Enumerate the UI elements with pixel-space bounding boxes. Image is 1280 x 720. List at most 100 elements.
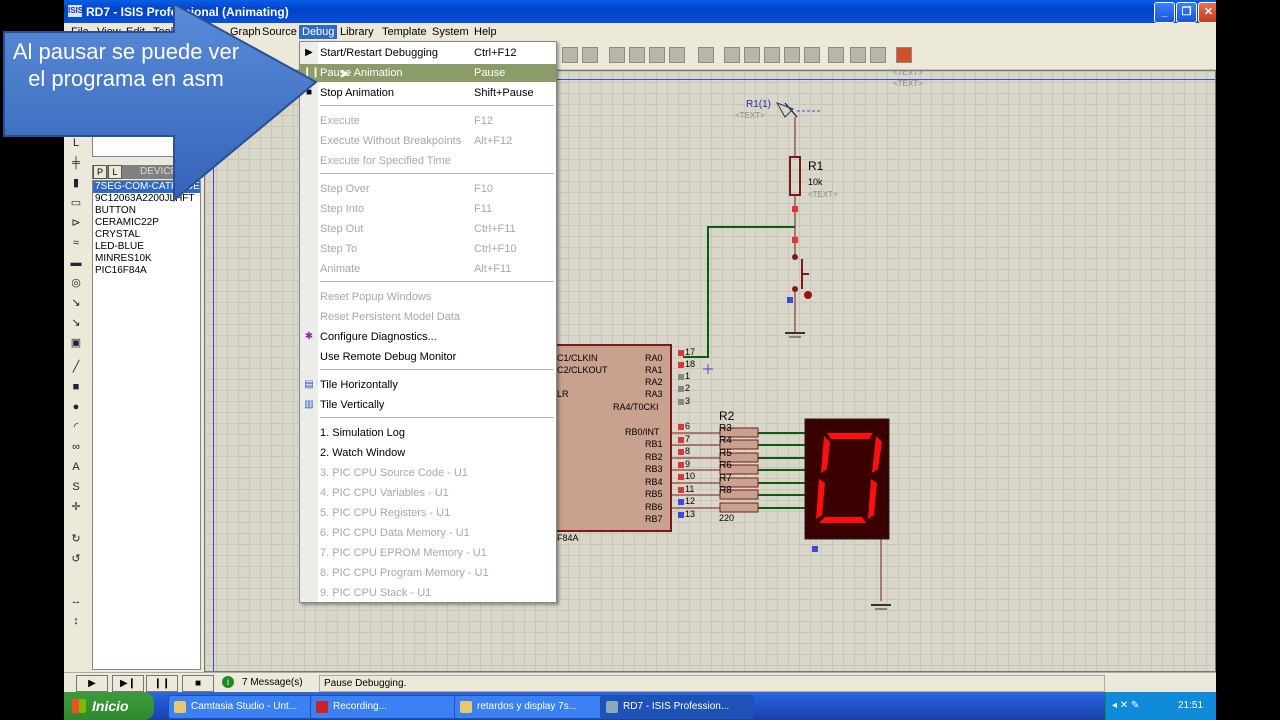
- menu-item-reset-popup-windows[interactable]: Reset Popup Windows: [320, 291, 432, 303]
- menu-graph[interactable]: Graph: [230, 26, 261, 38]
- tray-icons[interactable]: ◂ ✕ ✎: [1112, 700, 1140, 711]
- pin-tool-icon[interactable]: ⊳: [71, 217, 81, 229]
- graph-tool-icon[interactable]: ≈: [72, 237, 80, 249]
- mirror-vertical-icon[interactable]: ↕: [73, 615, 79, 627]
- menu-help[interactable]: Help: [474, 26, 497, 38]
- menu-item-pic-stack[interactable]: 9. PIC CPU Stack - U1: [320, 587, 432, 599]
- zoom-icon[interactable]: [609, 47, 625, 63]
- terminal-tool-icon[interactable]: ▭: [70, 197, 82, 209]
- toolbar-icon[interactable]: [850, 47, 866, 63]
- resistor-label: R5: [719, 448, 732, 459]
- line-tool-icon[interactable]: ╱: [72, 361, 80, 373]
- device-item[interactable]: MINRES10K: [95, 253, 152, 264]
- taskbar-item[interactable]: retardos y display 7s...: [454, 695, 610, 719]
- path-tool-icon[interactable]: ∞: [72, 441, 80, 453]
- menu-item-tile-horizontally[interactable]: ▤Tile Horizontally: [304, 379, 398, 391]
- rotate-cw-icon[interactable]: ↻: [71, 533, 81, 545]
- stop-button[interactable]: ■: [182, 675, 214, 692]
- current-probe-icon[interactable]: ↘: [71, 317, 81, 329]
- menu-item-reset-persistent-model-data[interactable]: Reset Persistent Model Data: [320, 311, 461, 323]
- toolbar-icon[interactable]: [582, 47, 598, 63]
- taskbar-item[interactable]: RD7 - ISIS Profession...: [600, 695, 754, 719]
- toolbar-icon[interactable]: [649, 47, 665, 63]
- message-count[interactable]: 7 Message(s): [242, 677, 303, 688]
- minimize-button[interactable]: _: [1154, 2, 1175, 23]
- symbol-tool-icon[interactable]: S: [72, 481, 80, 493]
- menu-item-remote-debug-monitor[interactable]: Use Remote Debug Monitor: [320, 351, 457, 363]
- arc-tool-icon[interactable]: ◜: [73, 421, 79, 433]
- mouse-cursor-icon: ➤: [339, 66, 350, 81]
- device-item[interactable]: PIC16F84A: [95, 265, 147, 276]
- tape-tool-icon[interactable]: ▬: [70, 257, 82, 269]
- mirror-horizontal-icon[interactable]: ↔: [70, 595, 82, 607]
- toolbar-icon[interactable]: [784, 47, 800, 63]
- toolbar-icon[interactable]: [669, 47, 685, 63]
- maximize-button[interactable]: ❐: [1176, 2, 1197, 23]
- pick-devices-tab[interactable]: P: [93, 165, 107, 179]
- device-item[interactable]: BUTTON: [95, 205, 136, 216]
- menu-library[interactable]: Library: [340, 26, 374, 38]
- menu-template[interactable]: Template: [382, 26, 427, 38]
- instrument-tool-icon[interactable]: ▣: [70, 337, 82, 349]
- device-item[interactable]: 9C12063A2200JLHFT: [95, 193, 195, 204]
- toolbar-icon[interactable]: [629, 47, 645, 63]
- menu-item-execute-specified-time[interactable]: Execute for Specified Time: [320, 155, 451, 167]
- toolbar-icon[interactable]: [764, 47, 780, 63]
- start-button[interactable]: Inicio: [64, 692, 154, 720]
- library-manager-tab[interactable]: L: [108, 165, 122, 179]
- rotate-ccw-icon[interactable]: ↺: [71, 553, 81, 565]
- bus-tool-icon[interactable]: ╪: [72, 157, 80, 169]
- menu-debug[interactable]: Debug: [299, 25, 338, 39]
- device-item[interactable]: CERAMIC22P: [95, 217, 159, 228]
- toolbar-icon[interactable]: [804, 47, 820, 63]
- generator-tool-icon[interactable]: ◎: [71, 277, 81, 289]
- taskbar-item[interactable]: Recording...: [310, 695, 462, 719]
- taskbar-item[interactable]: Camtasia Studio - Unt...: [168, 695, 320, 719]
- device-item[interactable]: CRYSTAL: [95, 229, 141, 240]
- menu-item-pic-eprom-memory[interactable]: 7. PIC CPU EPROM Memory - U1: [320, 547, 487, 559]
- pause-button[interactable]: ❙❙: [146, 675, 178, 692]
- r1-body: [789, 156, 801, 196]
- probe-tool-icon[interactable]: ↘: [71, 297, 81, 309]
- menu-item-pic-variables[interactable]: 4. PIC CPU Variables - U1: [320, 487, 449, 499]
- circle-tool-icon[interactable]: ●: [72, 401, 80, 413]
- device-item[interactable]: LED-BLUE: [95, 241, 144, 252]
- subcircuit-tool-icon[interactable]: ▮: [72, 177, 80, 189]
- toolbar-icon[interactable]: [870, 47, 886, 63]
- search-icon[interactable]: [724, 47, 740, 63]
- r1-value-label: 10k: [808, 177, 823, 187]
- play-button[interactable]: ▶: [76, 675, 108, 692]
- menu-item-pic-source-code[interactable]: 3. PIC CPU Source Code - U1: [320, 467, 468, 479]
- toolbar-icon[interactable]: [562, 47, 578, 63]
- close-button[interactable]: ✕: [1198, 2, 1216, 23]
- menu-item-watch-window[interactable]: 2. Watch Window: [320, 447, 406, 459]
- menu-item-pic-program-memory[interactable]: 8. PIC CPU Program Memory - U1: [320, 567, 489, 579]
- menu-item-simulation-log[interactable]: 1. Simulation Log: [320, 427, 405, 439]
- text-tool-icon[interactable]: A: [72, 461, 80, 473]
- menu-item-pic-data-memory[interactable]: 6. PIC CPU Data Memory - U1: [320, 527, 470, 539]
- toolbar-icon[interactable]: [828, 47, 844, 63]
- pic-pin-label: RB7: [645, 514, 663, 524]
- menu-item-tile-vertically[interactable]: ▥Tile Vertically: [304, 399, 385, 411]
- menu-source[interactable]: Source: [262, 26, 297, 38]
- menu-item-pic-registers[interactable]: 5. PIC CPU Registers - U1: [320, 507, 451, 519]
- step-button[interactable]: ▶❙: [112, 675, 144, 692]
- menu-item-configure-diagnostics[interactable]: ✱Configure Diagnostics...: [304, 331, 437, 343]
- menu-system[interactable]: System: [432, 26, 469, 38]
- label-tool-icon[interactable]: L: [72, 137, 80, 149]
- toolbar-icon[interactable]: [698, 47, 714, 63]
- bom-icon[interactable]: [896, 47, 912, 63]
- toolbar-icon[interactable]: [744, 47, 760, 63]
- box-tool-icon[interactable]: ■: [72, 381, 80, 393]
- marker-tool-icon[interactable]: ✛: [71, 501, 81, 513]
